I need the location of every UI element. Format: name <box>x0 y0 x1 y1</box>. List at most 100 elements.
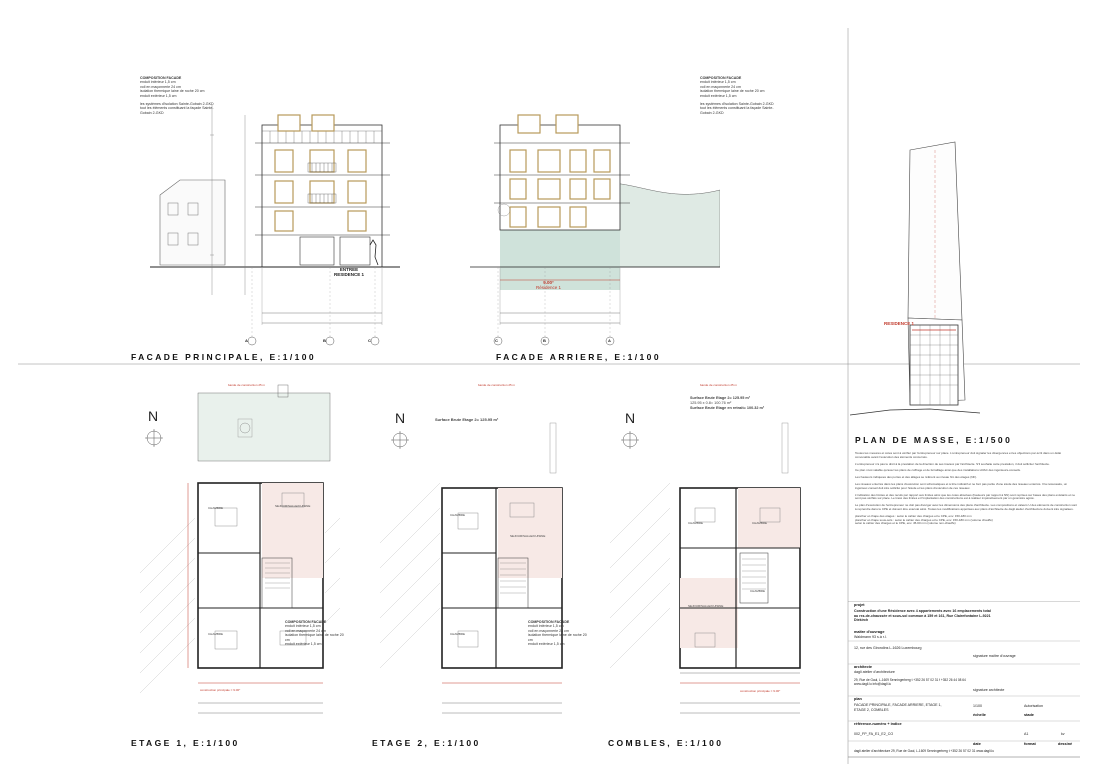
composition-line: les systèmes d'isolation Sainte-Gobain 2… <box>140 102 214 107</box>
format-value: A1 <box>1024 732 1029 736</box>
composition-heading: COMPOSITION FACADE <box>528 620 570 624</box>
composition-line: tout les éléments constituant la façade … <box>700 106 774 115</box>
room-label: CHAMBRE <box>750 589 766 593</box>
entree-label: ENTREE RESIDENCE 1 <box>334 267 364 277</box>
composition-line: enduit extérieur 1,5 cm <box>140 93 177 98</box>
reference-value: 002_FP_FA_E1_E2_CO <box>854 732 894 736</box>
title-etage1: ETAGE 1, E:1/100 <box>131 738 240 748</box>
composition-line: isolation thermique laine de roche 20 cm <box>140 89 205 94</box>
composition-line: enduit intérieur 1,5 cm <box>285 624 321 629</box>
title-etage2: ETAGE 2, E:1/100 <box>372 738 481 748</box>
room-label: SEJOUR/SALLE/CUISINE <box>510 534 546 538</box>
composition-facade-principale: COMPOSITION FACADE enduit intérieur 1,5 … <box>140 76 220 115</box>
residence-text: RESIDENCE 1 <box>334 272 365 277</box>
axis-label: A <box>245 338 248 343</box>
dimension-label: construction principale = 9.00° <box>200 688 241 692</box>
note: Ce plan n'est valable qu'avec les plans … <box>855 468 1021 473</box>
entree-text: ENTREE <box>339 267 359 272</box>
echelle-label: échelle <box>973 713 986 717</box>
arriere-residence: Résidence 1 <box>536 285 562 290</box>
stade-value: Autorisation <box>1024 704 1043 708</box>
room-label: CHAMBRE <box>450 632 466 636</box>
combles-plan <box>610 422 801 714</box>
composition-etage1: COMPOSITION FACADE enduit intérieur 1,5 … <box>285 620 345 646</box>
signature-maitre: signature maître d'ouvrage <box>973 654 1016 658</box>
north-label: N <box>395 410 406 426</box>
maitre-address: 12, rue des Girondins L-1626 Luxembourg <box>854 646 922 650</box>
surface-combles: Surface Brute Etage 2= 125.95 m² 125.95 … <box>690 396 764 410</box>
note: Le plan d'exécution de l'entrepreneur ne… <box>855 503 1078 511</box>
surface-line: 125.95 x 0.8= 100.76 m² <box>690 400 732 405</box>
composition-line: isolation thermique laine de roche 20 cm <box>285 633 344 642</box>
plan-label: plan <box>854 697 862 701</box>
north-label: N <box>148 408 159 424</box>
composition-line: voil en maçonnerie 24 cm <box>528 628 569 633</box>
composition-facade-arriere: COMPOSITION FACADE enduit intérieur 1,5 … <box>700 76 780 115</box>
axis-label: C <box>495 338 498 343</box>
composition-line: enduit extérieur 1,5 cm <box>528 642 565 647</box>
title-plan-de-masse: PLAN DE MASSE, E:1/500 <box>855 435 1013 445</box>
composition-line: isolation thermique laine de roche 20 cm <box>700 89 765 94</box>
axis-label: C <box>368 338 371 343</box>
plan-value: FACADE PRINCIPALE, FACADE ARRIERE, ETAGE… <box>854 703 942 712</box>
surface-line: Surface Brute Etage en retrait= 100.32 m… <box>690 405 765 410</box>
facade-arriere-drawing <box>470 114 720 346</box>
room-label: CHAMBRE <box>208 506 224 510</box>
arriere-label: 9.00° Résidence 1 <box>536 280 561 290</box>
reference-label: référence-numéro + indice <box>854 722 902 726</box>
dimension-label: construction principale = 9.00° <box>740 689 781 693</box>
stade-label: stade <box>1024 713 1034 717</box>
etage1-plan <box>140 384 340 714</box>
note: Toutes les mesures et cotes sont à vérif… <box>855 451 1061 459</box>
etage2-plan <box>380 422 563 714</box>
axis-label: A <box>608 338 611 343</box>
architecte-value: dagli atelier d'architecture <box>854 670 895 674</box>
note: selon le cahier des charges et le CPE, e… <box>855 521 956 526</box>
composition-heading: COMPOSITION FACADE <box>700 76 742 80</box>
axis-label: B <box>323 338 326 343</box>
composition-line: enduit extérieur 1,5 cm <box>700 93 737 98</box>
note: Les réseaux enterrés dans les plans d'ex… <box>855 481 1068 490</box>
axis-label: B <box>543 338 546 343</box>
note: Les hauteurs indiquées des portes et des… <box>855 475 978 480</box>
composition-line: isolation thermique laine de roche 20 cm <box>528 633 587 642</box>
bande-label: bande de construction 25 m <box>478 383 516 387</box>
title-block-lines <box>848 601 1080 758</box>
surface-etage2: Surface Brute Etage 2= 125.95 m² <box>435 417 499 422</box>
composition-line: voil en maçonnerie 24 cm <box>140 84 181 89</box>
dessine-value: kv <box>1061 732 1065 736</box>
note: L'entrepreneur n'a pas le droit à la pre… <box>855 461 1050 466</box>
room-label: SEJOUR/SALLE/CUISINE <box>688 604 724 608</box>
composition-heading: COMPOSITION FACADE <box>285 620 327 624</box>
plan-de-masse-drawing <box>850 141 980 416</box>
projet-label: projet <box>854 603 865 607</box>
format-label: format <box>1024 742 1036 746</box>
composition-line: enduit intérieur 1,5 cm <box>140 80 176 85</box>
room-label: CHAMBRE <box>208 632 224 636</box>
composition-line: enduit intérieur 1,5 cm <box>700 80 736 85</box>
north-label: N <box>625 410 636 426</box>
note: L'indication des limites et des reculs p… <box>855 492 1076 501</box>
title-facade-arriere: FACADE ARRIERE, E:1/100 <box>496 352 661 362</box>
title-combles: COMBLES, E:1/100 <box>608 738 724 748</box>
dessine-label: dessiné <box>1058 742 1073 746</box>
surface-line: Surface Brute Etage 2= 125.95 m² <box>690 396 751 400</box>
composition-line: enduit extérieur 1,5 cm <box>285 642 322 647</box>
composition-line: tout les éléments constituant la façade … <box>140 106 214 115</box>
composition-line: voil en maçonnerie 24 cm <box>700 84 741 89</box>
room-label: CHAMBRE <box>688 521 704 525</box>
title-facade-principale: FACADE PRINCIPALE, E:1/100 <box>131 352 317 362</box>
composition-line: voil en maçonnerie 24 cm <box>285 628 326 633</box>
title-block-footer: dagli atelier d'architecture 29, Rue de … <box>854 749 994 753</box>
projet-value: Construction d'une Résidence avec 4 appa… <box>854 609 991 622</box>
masse-residence-label: RESIDENCE 1 <box>884 321 915 326</box>
composition-line: enduit intérieur 1,5 cm <box>528 624 564 629</box>
note: plancher et chape des étages : selon le … <box>855 513 972 518</box>
room-label: SEJOUR/SALLE/CUISINE <box>275 504 311 508</box>
bande-label: bande de construction 25 m <box>700 383 738 387</box>
echelle-value: 1/100 <box>973 704 982 708</box>
room-label: CHAMBRE <box>450 513 466 517</box>
date-label: date <box>973 742 981 746</box>
